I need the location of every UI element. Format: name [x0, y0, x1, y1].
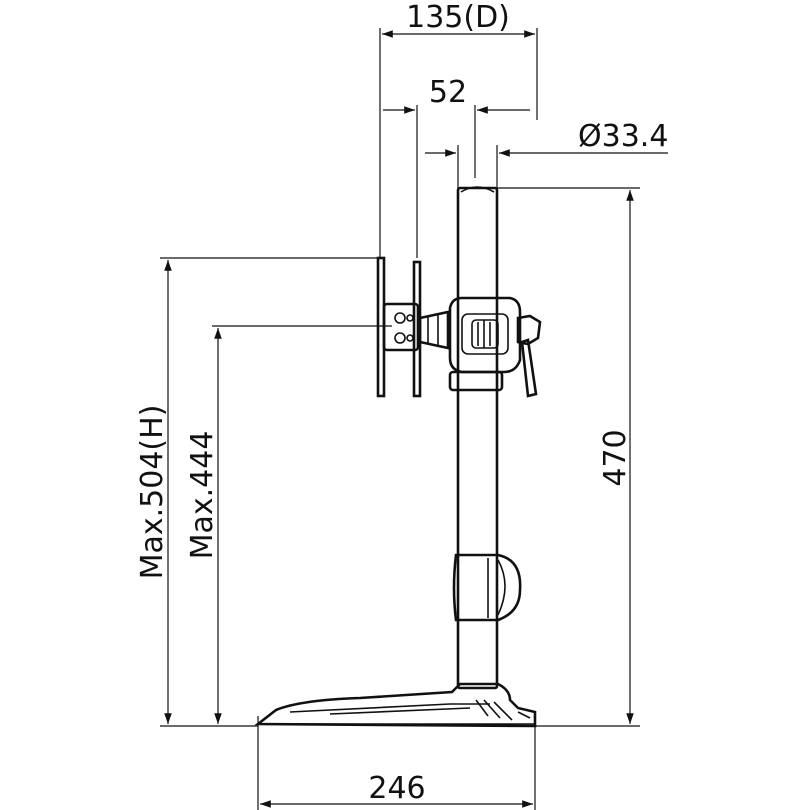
base-width-label: 246: [368, 771, 425, 806]
max-vesa-height-label: Max.444: [185, 431, 220, 560]
pole-diameter-label: Ø33.4: [578, 119, 668, 154]
dimension-max-vesa-height: Max.444: [185, 325, 392, 724]
pole-height-label: 470: [598, 429, 633, 486]
height-clamp-knob: [452, 553, 522, 622]
tilt-arm: [418, 310, 450, 350]
dimension-max-height: Max.504(H): [135, 257, 380, 727]
vesa-plate: [376, 256, 422, 398]
depth-label: 135(D): [406, 0, 510, 35]
dimension-pole-diameter: Ø33.4: [425, 119, 668, 188]
stand-pole: [456, 186, 499, 690]
dimension-depth: 135(D): [379, 0, 538, 258]
dimension-offset: 52: [383, 75, 530, 258]
max-height-label: Max.504(H): [135, 405, 170, 580]
pole-clamp: [448, 296, 542, 398]
stand-base: [254, 682, 537, 728]
dimension-pole-height: 470: [497, 187, 640, 727]
dimension-base-width: 246: [257, 716, 536, 810]
offset-label: 52: [429, 75, 467, 110]
